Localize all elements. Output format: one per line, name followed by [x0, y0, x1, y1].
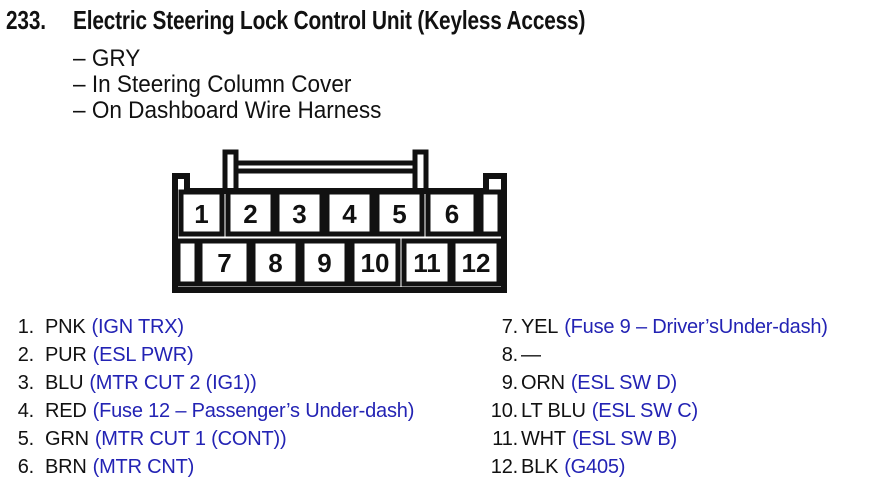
pin-number: 2. — [17, 344, 34, 366]
pin-cavity — [178, 189, 225, 237]
pin-number: 5. — [17, 428, 34, 450]
pin-cavity — [349, 238, 401, 287]
pin-row: 9. ORN (ESL SW D) — [484, 369, 828, 397]
pin-cavity — [299, 238, 350, 287]
latch-bar — [230, 160, 420, 174]
pin-wire-color: LT BLU — [521, 400, 586, 422]
pin-cavity-number: 6 — [445, 199, 459, 229]
pin-row: 7. YEL (Fuse 9 – Driver’sUnder-dash) — [484, 313, 828, 341]
pin-wire-color: BLK — [521, 456, 559, 478]
connector-attributes: – GRY – In Steering Column Cover – On Da… — [73, 46, 381, 124]
pin-number: 1. — [17, 316, 34, 338]
pin-row: 11. WHT (ESL SW B) — [484, 425, 828, 453]
pin-wire-color: WHT — [521, 428, 566, 450]
pin-signal-label: (ESL PWR) — [92, 344, 194, 366]
latch-post-right — [412, 149, 429, 197]
attribute-line: – In Steering Column Cover — [73, 71, 352, 98]
attribute-line: – GRY — [73, 45, 141, 72]
pin-cavity — [401, 238, 453, 287]
pin-number: 11. — [492, 428, 518, 450]
pin-signal-label: (G405) — [564, 456, 626, 478]
pin-signal-label: (MTR CUT 1 (CONT)) — [94, 428, 287, 450]
pin-cavity-number: 8 — [268, 248, 282, 278]
pin-cavity-number: 9 — [317, 248, 331, 278]
pin-number: 7. — [501, 316, 518, 338]
pin-row: 4. RED (Fuse 12 – Passenger’s Under-dash… — [0, 397, 415, 425]
pin-signal-label: (MTR CUT 2 (IG1)) — [89, 372, 257, 394]
pin-cavity — [274, 189, 325, 237]
pin-cavity — [324, 189, 375, 237]
pin-cavity-number: 7 — [217, 248, 231, 278]
pin-number: 4. — [17, 400, 34, 422]
pin-row: 1. PNK (IGN TRX) — [0, 313, 414, 341]
empty-slot-top-right — [478, 189, 503, 237]
pin-cavity-number: 2 — [243, 199, 257, 229]
pin-signal-label: (MTR CNT) — [92, 456, 195, 478]
pin-cavity — [250, 238, 301, 287]
pin-cavity-number: 4 — [342, 199, 357, 229]
pinout-left-column: 1. PNK (IGN TRX) 2. PUR (ESL PWR) 3. BLU… — [0, 313, 415, 481]
pin-cavity-number: 10 — [361, 248, 390, 278]
pin-cavity — [225, 189, 276, 237]
pin-number: 3. — [17, 372, 34, 394]
latch-post-left — [222, 149, 239, 197]
pin-wire-color: BRN — [45, 456, 87, 478]
pin-row: 8. — — [484, 341, 828, 369]
pin-number: 6. — [17, 456, 34, 478]
pin-signal-label: (ESL SW D) — [570, 372, 677, 394]
pin-cavity — [374, 189, 425, 237]
pin-row: 5. GRN (MTR CUT 1 (CONT)) — [0, 425, 414, 453]
pin-wire-color: GRN — [45, 428, 89, 450]
pin-row: 12. BLK (G405) — [484, 453, 828, 481]
pin-wire-color: PUR — [45, 344, 87, 366]
pin-cavity — [197, 238, 252, 287]
pin-number: 8. — [501, 344, 518, 366]
pin-cavity-number: 12 — [462, 248, 491, 278]
section-number: 233. — [6, 5, 46, 35]
pin-wire-color: BLU — [45, 372, 84, 394]
attribute-line: – On Dashboard Wire Harness — [73, 97, 382, 124]
pin-signal-label: (ESL SW B) — [571, 428, 677, 450]
pin-wire-color: ORN — [521, 372, 565, 394]
pin-number: 12. — [490, 456, 518, 478]
pin-cavity — [450, 238, 502, 287]
empty-slot-bottom-left — [175, 238, 200, 287]
pin-cavity — [425, 189, 479, 237]
pin-row: 2. PUR (ESL PWR) — [0, 341, 414, 369]
pin-row: 10. LT BLU (ESL SW C) — [484, 397, 828, 425]
pin-cavity-number: 11 — [413, 248, 441, 278]
pin-cavity-number: 1 — [194, 199, 208, 229]
pin-wire-color: — — [521, 344, 541, 366]
pin-cavity-number: 5 — [392, 199, 406, 229]
pin-signal-label: (Fuse 12 – Passenger’s Under-dash) — [92, 400, 415, 422]
page-title: Electric Steering Lock Control Unit (Key… — [73, 5, 586, 35]
pin-row: 6. BRN (MTR CNT) — [0, 453, 414, 481]
pin-row: 3. BLU (MTR CUT 2 (IG1)) — [0, 369, 414, 397]
pin-signal-label: (Fuse 9 – Driver’sUnder-dash) — [564, 316, 828, 338]
pin-signal-label: (ESL SW C) — [591, 400, 698, 422]
pin-number: 9. — [501, 372, 518, 394]
pin-number: 10. — [490, 400, 518, 422]
pin-wire-color: PNK — [45, 316, 86, 338]
pin-wire-color: YEL — [521, 316, 559, 338]
pin-signal-label: (IGN TRX) — [91, 316, 184, 338]
pin-wire-color: RED — [45, 400, 87, 422]
pin-cavity-number: 3 — [292, 199, 306, 229]
pinout-right-column: 7. YEL (Fuse 9 – Driver’sUnder-dash) 8. … — [484, 313, 828, 481]
